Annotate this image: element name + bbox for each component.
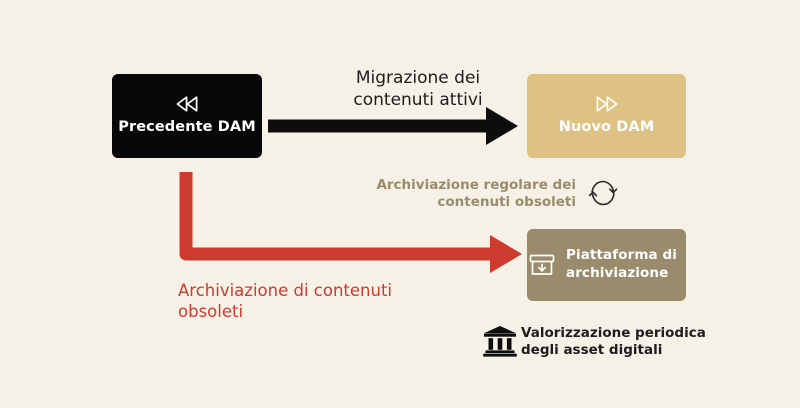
rewind-icon <box>174 95 200 113</box>
regular-archiving-label: Archiviazione regolare dei contenuti obs… <box>376 177 576 211</box>
node-legacy-dam-label: Precedente DAM <box>118 119 256 136</box>
node-archive-platform[interactable]: Piattaforma di archiviazione <box>527 229 686 301</box>
node-legacy-dam[interactable]: Precedente DAM <box>112 74 262 158</box>
fast-forward-icon <box>594 95 620 113</box>
node-new-dam-label: Nuovo DAM <box>558 119 655 136</box>
migration-arrow-label: Migrazione dei contenuti attivi <box>353 68 483 110</box>
archive-box-icon <box>527 251 557 279</box>
bank-building-icon <box>481 321 519 359</box>
cycle-arrows-icon <box>586 176 620 210</box>
periodic-valuation-label: Valorizzazione periodica degli asset dig… <box>521 325 706 359</box>
node-new-dam[interactable]: Nuovo DAM <box>527 74 686 158</box>
archiving-arrow <box>170 166 530 284</box>
migration-arrow <box>268 100 520 152</box>
node-archive-platform-label: Piattaforma di archiviazione <box>566 247 678 281</box>
archiving-arrow-label: Archiviazione di contenuti obsoleti <box>178 281 392 322</box>
